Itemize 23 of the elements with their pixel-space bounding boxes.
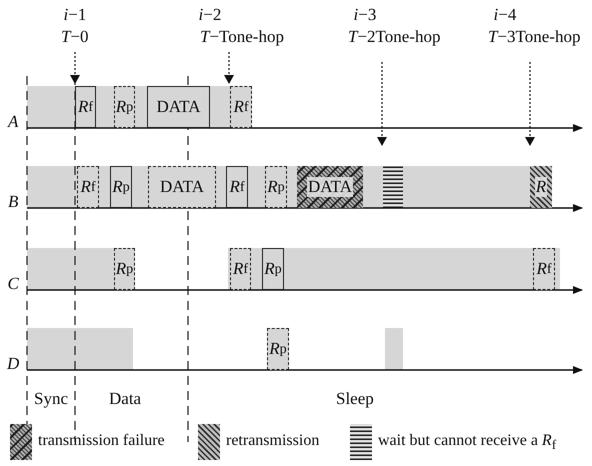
time-index: i−1 bbox=[64, 6, 86, 23]
time-index: i−2 bbox=[198, 6, 222, 23]
failed-data-slot: DATA bbox=[297, 166, 363, 208]
phase-label: Data bbox=[109, 390, 142, 407]
time-label: T−0 bbox=[61, 28, 89, 45]
time-index: i−4 bbox=[494, 6, 516, 23]
time-label: T−3Tone-hop bbox=[488, 28, 580, 45]
legend-label: retransmission bbox=[226, 433, 320, 449]
legend-label: transmission failure bbox=[38, 433, 165, 449]
node-label: A bbox=[8, 113, 18, 130]
striped-slot bbox=[383, 166, 403, 208]
retransmission-slot: R bbox=[530, 166, 552, 208]
node-label: B bbox=[8, 193, 18, 210]
time-index: i−3 bbox=[354, 6, 376, 23]
frame-slot: DATA bbox=[147, 86, 210, 128]
phase-label: Sync bbox=[34, 390, 68, 407]
time-label: T−2Tone-hop bbox=[348, 28, 440, 45]
node-label: D bbox=[7, 355, 20, 372]
frame-slot: DATA bbox=[148, 166, 216, 208]
time-label: T−Tone-hop bbox=[200, 28, 284, 45]
phase-label: Sleep bbox=[336, 390, 374, 407]
node-label: C bbox=[8, 275, 19, 292]
legend-label: wait but cannot receive a R$_{f}$ bbox=[378, 433, 556, 452]
